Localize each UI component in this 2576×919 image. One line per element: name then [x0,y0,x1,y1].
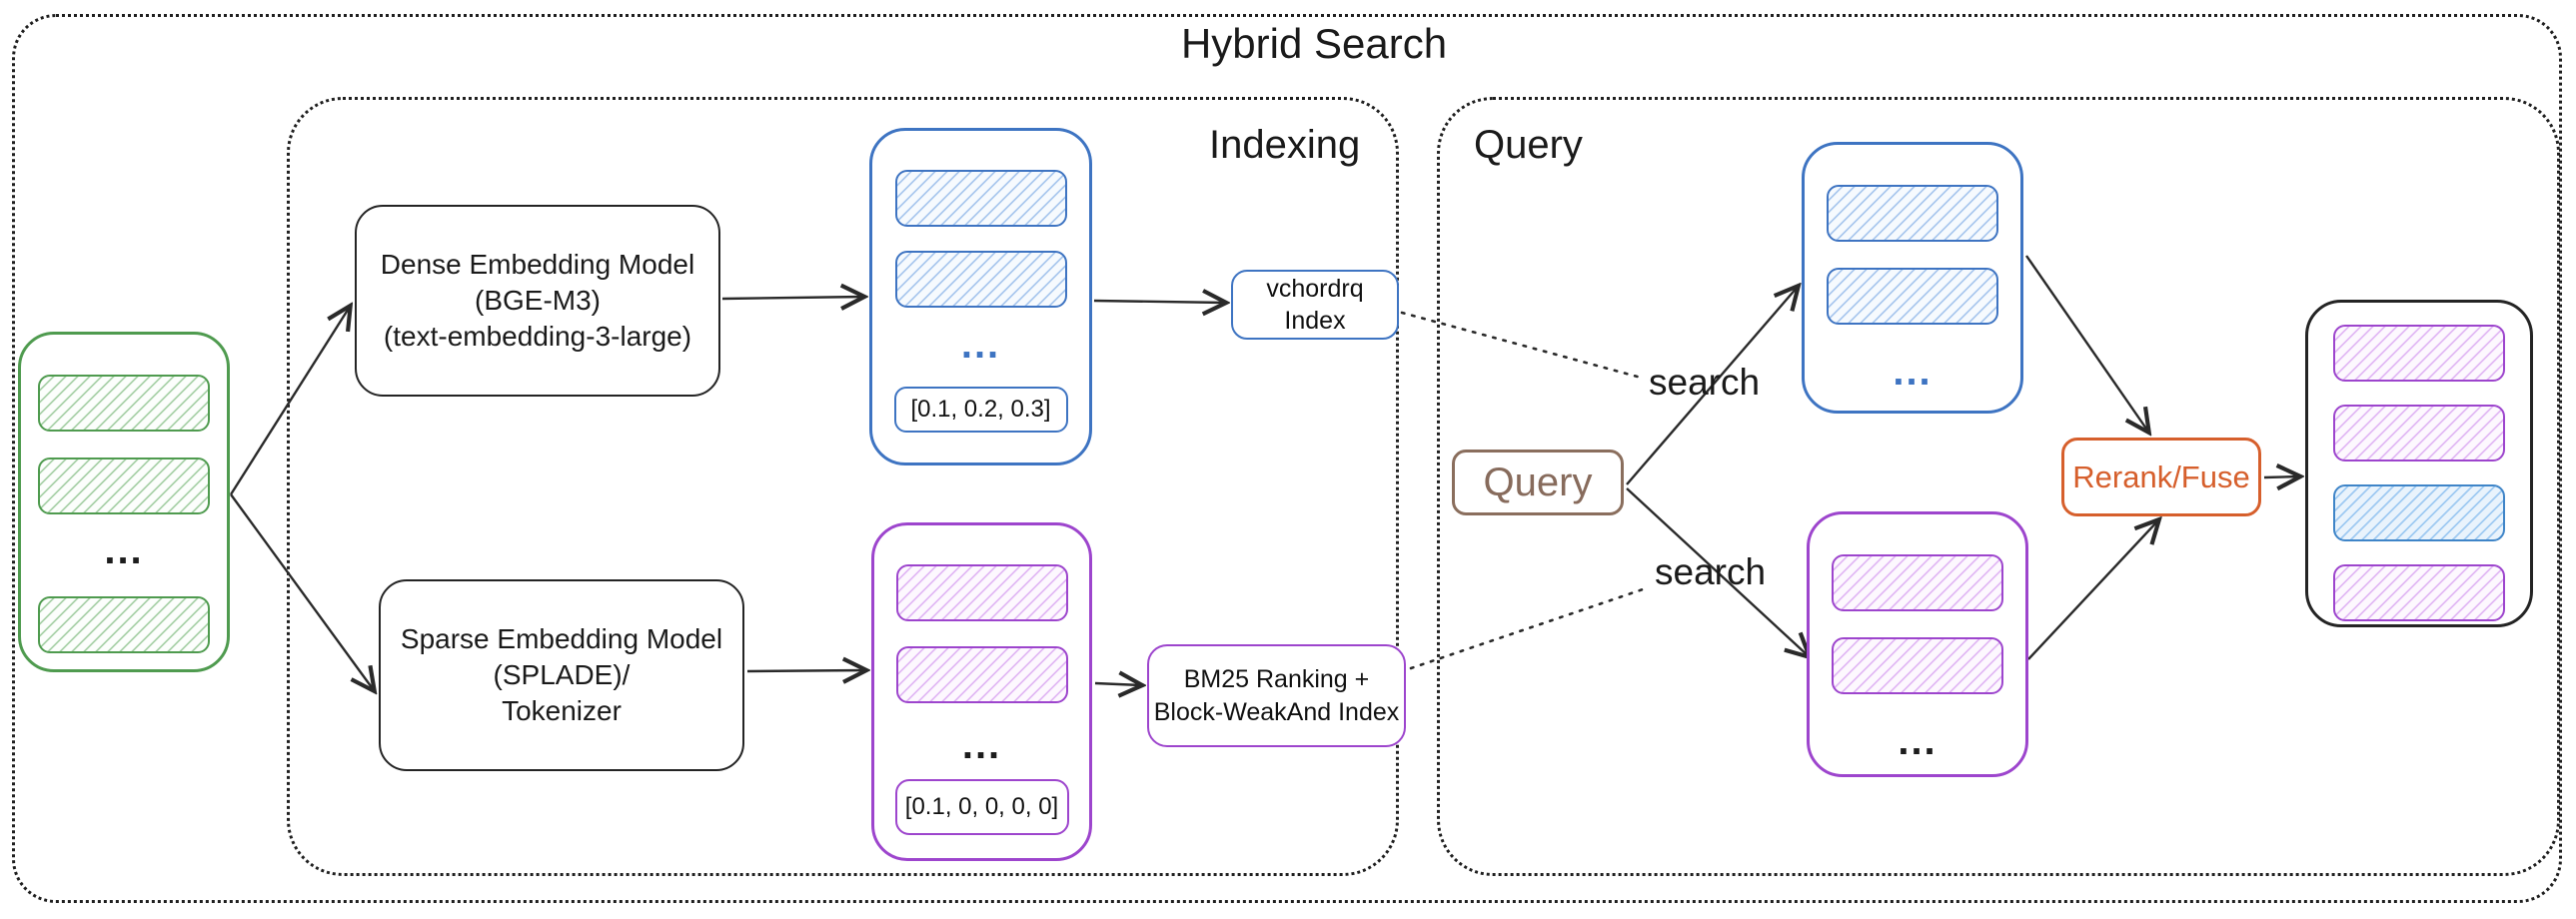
sparse-model-line: Tokenizer [502,694,622,726]
document-item [38,375,210,432]
sparse-result-item [1832,554,2003,611]
dense-results-ellipsis: ... [1893,350,1932,394]
vchordrq-index-node: vchordrq Index [1231,270,1399,340]
sparse-search-results-stack: ... [1807,511,2028,777]
dense-vectors-ellipsis: ... [960,323,1001,367]
vchordrq-index-line: Index [1284,307,1346,335]
connector-sparse-vectors-to-index [1094,683,1141,685]
bm25-index-line: Block-WeakAnd Index [1153,697,1400,726]
dense-vectors-stack: ... [0.1, 0.2, 0.3] [869,128,1092,465]
source-documents-stack: ... [18,332,230,672]
dense-vector-item [894,170,1067,227]
hybrid-search-frame [12,14,2562,903]
rerank-fuse-node: Rerank/Fuse [2061,438,2261,516]
sparse-vector-sample: [0.1, 0, 0, 0, 0] [894,779,1069,835]
dense-model-line: Dense Embedding Model [380,249,695,281]
sparse-embedding-model-node: Sparse Embedding Model (SPLADE)/ Tokeniz… [379,579,744,771]
connector-sparse-index-to-search [1409,585,1651,670]
dense-result-item [1827,185,1998,242]
dense-model-line: (text-embedding-3-large) [383,320,692,352]
search-label-sparse: search [1655,551,1767,592]
document-item [38,458,210,514]
connector-dense-index-to-search [1400,311,1647,381]
search-label-dense: search [1649,362,1761,403]
query-section-frame [1437,97,2560,876]
source-documents-ellipsis: ... [104,528,144,572]
sparse-vector-item [895,564,1068,621]
indexing-section-label: Indexing [1209,123,1361,167]
connector-dense-vectors-to-index [1093,301,1225,303]
connector-docs-to-sparse-model [230,493,374,690]
fused-result-item [2333,405,2505,461]
dense-search-results-stack: ... [1802,142,2023,414]
fused-result-item [2333,325,2505,382]
connector-dense-results-to-rerank [2025,255,2148,432]
vchordrq-index-line: vchordrq [1266,274,1364,303]
connector-rerank-to-results [2263,476,2299,477]
document-item [38,596,210,653]
dense-vector-item [894,251,1067,308]
fused-results-stack [2305,300,2533,627]
sparse-model-line: (SPLADE)/ [493,659,631,691]
sparse-vectors-ellipsis: ... [961,723,1002,767]
connector-sparse-model-to-vectors [746,670,865,671]
dense-result-item [1827,268,1998,325]
sparse-model-line: Sparse Embedding Model [400,623,723,655]
connector-docs-to-dense-model [229,307,350,495]
sparse-vector-item [895,646,1068,703]
indexing-section-frame [287,97,1399,876]
sparse-vectors-stack: ... [0.1, 0, 0, 0, 0] [871,522,1092,861]
dense-embedding-model-node: Dense Embedding Model (BGE-M3) (text-emb… [355,205,720,397]
sparse-result-item [1832,637,2003,694]
fused-result-item [2333,484,2505,541]
bm25-index-node: BM25 Ranking + Block-WeakAnd Index [1147,644,1406,747]
connector-query-to-dense-results [1626,287,1798,485]
query-section-label: Query [1474,123,1583,167]
connector-dense-model-to-vectors [721,297,863,299]
dense-vector-sample: [0.1, 0.2, 0.3] [893,387,1068,433]
connector-sparse-results-to-rerank [2027,520,2158,660]
bm25-index-line: BM25 Ranking + [1183,665,1370,693]
connector-query-to-sparse-results [1626,487,1809,656]
diagram-title: Hybrid Search [1180,20,1448,67]
sparse-results-ellipsis: ... [1898,719,1937,763]
dense-model-line: (BGE-M3) [475,285,601,317]
fused-result-item [2333,564,2505,621]
query-input-node: Query [1452,450,1624,515]
